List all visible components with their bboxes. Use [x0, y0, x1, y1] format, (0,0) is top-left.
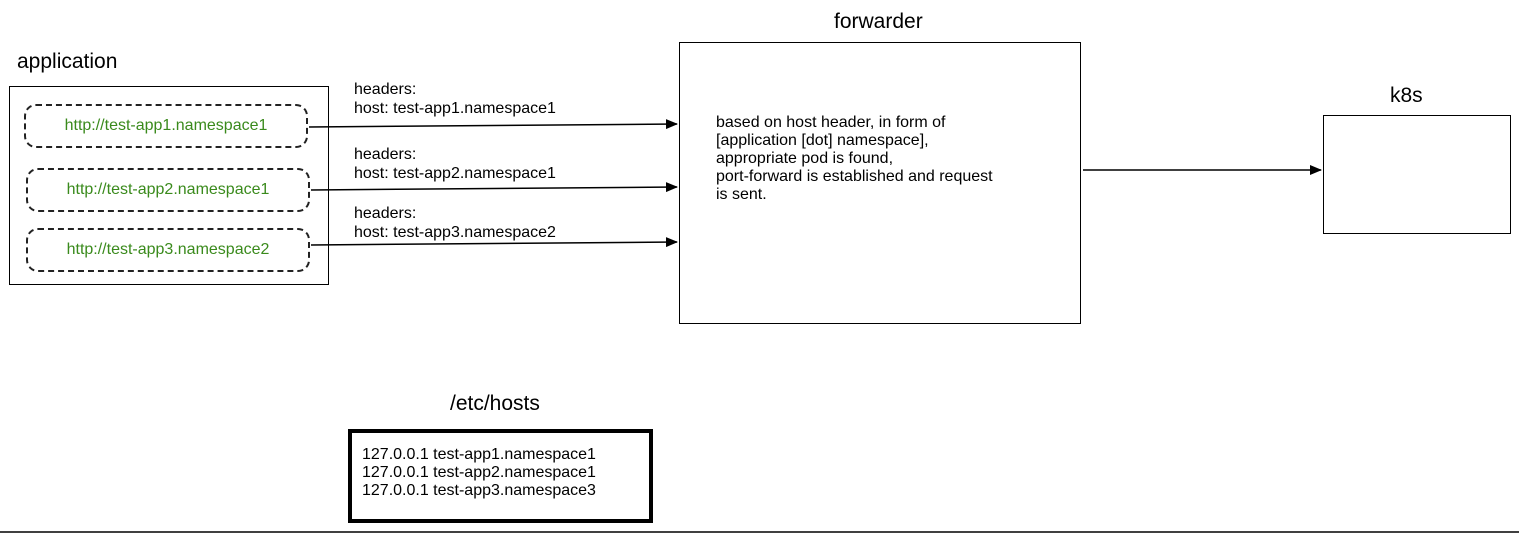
forwarder-description-line: is sent.: [716, 186, 767, 203]
forwarder-title: forwarder: [834, 10, 923, 33]
arrow-app2-to-forwarder: [310, 182, 678, 193]
request-headers-label-1: headers:: [354, 81, 417, 98]
application-box: [9, 86, 329, 285]
k8s-box: [1323, 115, 1511, 234]
forwarder-description-line: [application [dot] namespace],: [716, 132, 929, 149]
url-text-app3: http://test-app3.namespace2: [66, 241, 270, 258]
url-text-app1: http://test-app1.namespace1: [64, 117, 268, 134]
url-chip-app1: http://test-app1.namespace1: [24, 104, 308, 148]
forwarder-description-line: based on host header, in form of: [716, 114, 946, 131]
request-host-label-3: host: test-app3.namespace2: [354, 224, 556, 241]
forwarder-description: based on host header, in form of [applic…: [716, 114, 993, 204]
hosts-line: 127.0.0.1 test-app1.namespace1: [362, 446, 596, 463]
arrow-app3-to-forwarder: [310, 237, 678, 248]
request-headers-label-2: headers:: [354, 146, 417, 163]
request-headers-label-3: headers:: [354, 205, 417, 222]
url-chip-app2: http://test-app2.namespace1: [26, 168, 310, 212]
hosts-box: 127.0.0.1 test-app1.namespace1 127.0.0.1…: [348, 429, 653, 523]
application-title: application: [17, 50, 118, 73]
hosts-title: /etc/hosts: [450, 392, 540, 415]
forwarder-description-line: port-forward is established and request: [716, 168, 993, 185]
arrow-app1-to-forwarder: [308, 119, 678, 130]
forwarder-description-line: appropriate pod is found,: [716, 150, 894, 167]
k8s-title: k8s: [1390, 84, 1423, 107]
hosts-line: 127.0.0.1 test-app3.namespace3: [362, 482, 596, 499]
hosts-line: 127.0.0.1 test-app2.namespace1: [362, 464, 596, 481]
request-host-label-2: host: test-app2.namespace1: [354, 165, 556, 182]
request-host-label-1: host: test-app1.namespace1: [354, 100, 556, 117]
url-chip-app3: http://test-app3.namespace2: [26, 228, 310, 272]
forwarder-box: [679, 42, 1081, 324]
url-text-app2: http://test-app2.namespace1: [66, 181, 270, 198]
